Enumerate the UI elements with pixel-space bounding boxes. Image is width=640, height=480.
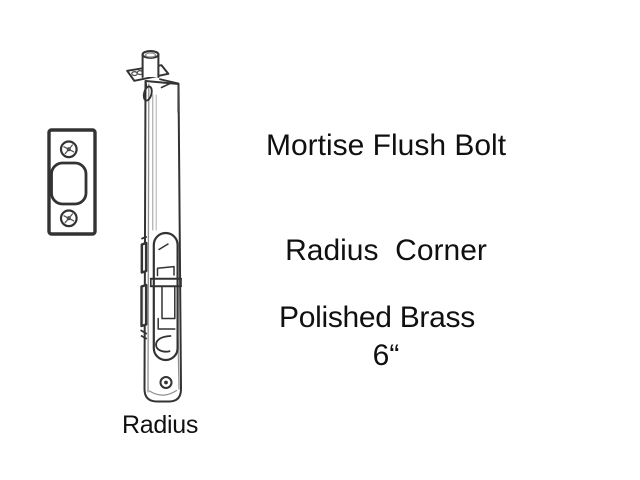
- slider-body: [161, 286, 176, 320]
- bolt-rod-icon: [141, 50, 160, 78]
- faceplate-top-accent: [160, 82, 173, 89]
- strike-plate-screw-top-icon: [59, 140, 78, 159]
- strike-plate-icon: [47, 128, 97, 236]
- bolt-rod-top-inner: [144, 52, 157, 58]
- slider-top-plate: [156, 265, 175, 277]
- slider-step: [157, 317, 176, 330]
- strike-plate-screw-bottom-icon: [59, 209, 78, 228]
- bracket-hanger-link: [145, 80, 148, 88]
- faceplate-bottom-bend-line: [148, 389, 178, 396]
- left-clip-notch-2: [140, 329, 148, 335]
- finish-label: Polished Brass: [279, 301, 475, 334]
- left-clip-notch-1: [141, 236, 148, 240]
- title-line-1: Mortise Flush Bolt: [265, 129, 507, 162]
- flush-bolt-icon: [126, 50, 182, 403]
- strike-plate-outline: [47, 128, 97, 236]
- bracket-hanger-loop: [142, 85, 153, 102]
- title-line-3: 6“: [372, 339, 400, 372]
- left-clip-upper: [140, 241, 148, 274]
- left-clip-notch-3: [140, 335, 148, 340]
- faceplate-left-inner-edge: [147, 83, 150, 393]
- slot-top-tick: [158, 243, 169, 251]
- bolt-slot: [152, 231, 179, 362]
- left-clip-lower: [140, 283, 148, 328]
- title-line-2: Radius Corner: [285, 234, 487, 267]
- faceplate-top-edge: [159, 78, 180, 85]
- corner-style-label: Radius: [122, 411, 199, 439]
- slot-bottom-hook: [155, 335, 172, 353]
- product-title: Mortise Flush Bolt Radius Corner 6“: [246, 58, 526, 443]
- faceplate-screw-icon: [159, 376, 173, 389]
- strike-plate-bolt-hole: [50, 161, 88, 206]
